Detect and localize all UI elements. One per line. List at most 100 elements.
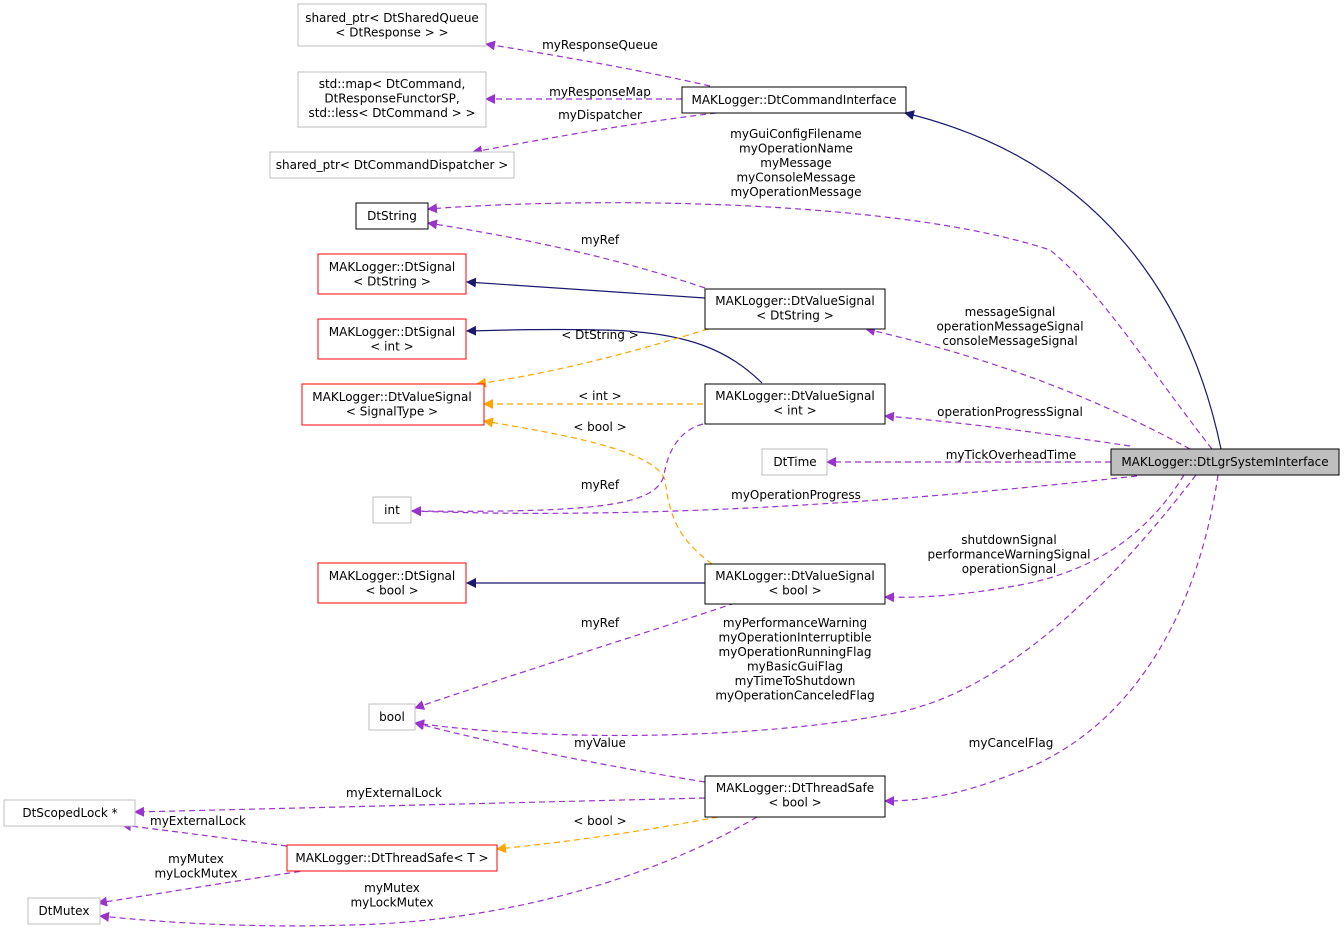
text-line: myConsoleMessage [736,171,855,185]
text-line: < bool > [768,796,821,810]
label-myref-int: myRef [581,478,620,492]
text-line: std::less< DtCommand > > [308,106,475,120]
text-line: myTimeToShutdown [735,674,856,688]
label-operation-progress: myOperationProgress [731,488,861,502]
node-dttime[interactable]: DtTime [761,448,828,476]
node-valuesignal-bool[interactable]: MAKLogger::DtValueSignal< bool > [704,563,886,605]
text-line: MAKLogger::DtThreadSafe [716,781,874,795]
text-line: myLockMutex [350,896,433,910]
text-line: myOperationRunningFlag [719,645,872,659]
node-command-interface[interactable]: MAKLogger::DtCommandInterface [681,86,907,114]
svg-text:DtString: DtString [367,209,417,223]
label-my-cancel-flag: myCancelFlag [969,736,1054,750]
text-line: < DtString > [756,309,834,323]
nodes: shared_ptr< DtSharedQueue< DtResponse > … [3,3,1340,925]
edge-valuesignal-dtstring-to-signal-dtstring [466,277,706,299]
node-bool[interactable]: bool [368,703,416,731]
edge-usage-mutex-2 [99,816,758,927]
text-line: myRef [581,478,620,492]
label-my-external-lock-1: myExternalLock [346,786,442,800]
node-valuesignal-dtstring[interactable]: MAKLogger::DtValueSignal< DtString > [704,288,886,330]
text-line: operationMessageSignal [936,320,1083,334]
node-dtmutex[interactable]: DtMutex [27,897,101,925]
svg-text:MAKLogger::DtThreadSafe< bool: MAKLogger::DtThreadSafe< bool > [716,781,874,810]
text-line: performanceWarningSignal [927,548,1090,562]
text-line: myLockMutex [154,867,237,881]
text-line: myGuiConfigFilename [730,127,862,141]
label-template-bool-threadsafe: < bool > [573,814,626,828]
label-template-int: < int > [578,389,621,403]
svg-text:std::map< DtCommand,DtResponse: std::map< DtCommand,DtResponseFunctorSP,… [308,77,475,120]
svg-text:shared_ptr< DtSharedQueue< DtR: shared_ptr< DtSharedQueue< DtResponse > … [305,11,479,40]
svg-text:shared_ptr< DtCommandDispatche: shared_ptr< DtCommandDispatcher > [276,158,509,172]
text-line: < bool > [573,420,626,434]
text-line: myTickOverheadTime [946,448,1077,462]
text-line: myCancelFlag [969,736,1054,750]
text-line: myBasicGuiFlag [747,660,843,674]
node-shared-ptr-command-dispatcher[interactable]: shared_ptr< DtCommandDispatcher > [269,151,515,179]
node-valuesignal-signaltype[interactable]: MAKLogger::DtValueSignal< SignalType > [301,383,485,426]
text-line: int [384,503,400,517]
node-valuesignal-int[interactable]: MAKLogger::DtValueSignal< int > [704,383,886,425]
text-line: myDispatcher [558,108,642,122]
text-line: bool [379,710,405,724]
node-signal-dtstring[interactable]: MAKLogger::DtSignal< DtString > [317,253,467,295]
text-line: MAKLogger::DtSignal [329,260,455,274]
text-line: myMessage [760,156,831,170]
svg-text:MAKLogger::DtSignal< DtString: MAKLogger::DtSignal< DtString > [329,260,455,289]
edge-root-to-command-interface [904,110,1222,450]
svg-text:DtScopedLock *: DtScopedLock * [22,806,117,820]
svg-text:bool: bool [379,710,405,724]
text-line: < bool > [365,584,418,598]
label-myref-string: myRef [581,233,620,247]
text-line: < DtString > [561,328,639,342]
node-dtstring[interactable]: DtString [355,202,429,230]
node-signal-int[interactable]: MAKLogger::DtSignal< int > [317,318,467,360]
text-line: consoleMessageSignal [942,334,1077,348]
text-line: < bool > [573,814,626,828]
text-line: MAKLogger::DtLgrSystemInterface [1121,455,1328,469]
text-line: myExternalLock [150,814,246,828]
node-lgr-system-interface[interactable]: MAKLogger::DtLgrSystemInterface [1110,448,1340,476]
label-my-response-map: myResponseMap [549,85,651,99]
text-line: MAKLogger::DtValueSignal [715,389,874,403]
svg-text:MAKLogger::DtValueSignal< bool: MAKLogger::DtValueSignal< bool > [715,569,874,598]
edge-usage-bool-members [414,474,1197,737]
text-line: myMutex [364,881,420,895]
node-shared-ptr-shared-queue[interactable]: shared_ptr< DtSharedQueue< DtResponse > … [297,3,487,47]
label-tick-overhead-time: myTickOverheadTime [946,448,1077,462]
text-line: MAKLogger::DtValueSignal [312,390,471,404]
svg-text:int: int [384,503,400,517]
node-threadsafe-t[interactable]: MAKLogger::DtThreadSafe< T > [286,844,498,872]
svg-text:MAKLogger::DtSignal< bool >: MAKLogger::DtSignal< bool > [329,569,455,598]
text-line: messageSignal [965,305,1056,319]
edge-usage-response-queue [485,40,711,87]
svg-text:MAKLogger::DtThreadSafe< T >: MAKLogger::DtThreadSafe< T > [295,851,488,865]
node-signal-bool[interactable]: MAKLogger::DtSignal< bool > [317,562,467,604]
edge-usage-myref-string [427,219,706,289]
edge-template-bool [483,417,713,565]
text-line: myMutex [168,852,224,866]
edge-usage-cancel-flag [884,474,1219,806]
text-line: myResponseMap [549,85,651,99]
node-threadsafe-bool[interactable]: MAKLogger::DtThreadSafe< bool > [704,775,886,818]
svg-text:MAKLogger::DtSignal< int >: MAKLogger::DtSignal< int > [329,325,455,354]
text-line: < DtResponse > > [335,26,448,40]
edge-usage-bool-signals [884,474,1185,603]
node-scoped-lock[interactable]: DtScopedLock * [3,799,136,827]
text-line: < bool > [768,584,821,598]
edges [97,40,1222,927]
edge-usage-string-signals [865,326,1191,450]
edge-usage-myref-bool [414,602,736,710]
text-line: < int > [773,404,816,418]
edge-labels: myResponseQueue myResponseMap myDispatch… [150,38,1091,910]
edge-usage-external-lock-2 [121,821,288,847]
node-int[interactable]: int [372,496,412,524]
text-line: myOperationProgress [731,488,861,502]
text-line: myValue [574,736,626,750]
node-std-map[interactable]: std::map< DtCommand,DtResponseFunctorSP,… [297,71,487,128]
